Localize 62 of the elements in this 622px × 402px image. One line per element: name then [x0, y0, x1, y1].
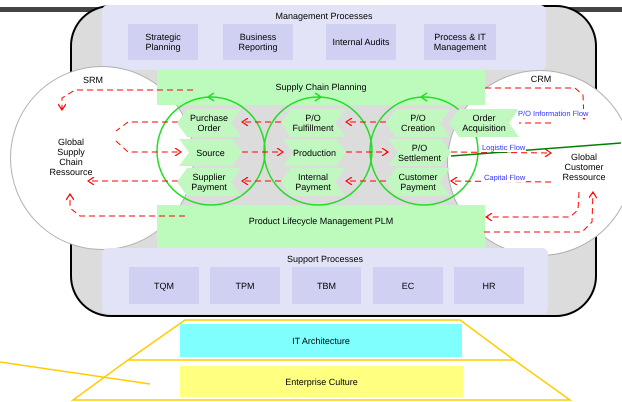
node-label: Supply Chain Planning [274, 82, 368, 92]
flow-arrow [346, 147, 389, 157]
node-label: Customer Payment [397, 172, 438, 192]
process-step [388, 139, 451, 166]
flow-arrow [57, 90, 194, 111]
process-step [283, 139, 346, 166]
flow-arrow [484, 191, 598, 232]
connector-line [116, 122, 178, 132]
flow-arrow [241, 176, 282, 186]
process-step [386, 109, 450, 137]
layer-box [180, 324, 462, 357]
flow-arrow [65, 193, 186, 216]
node-label: P/O Settlement [397, 142, 442, 162]
flow-arrow [241, 117, 282, 127]
flow-arrow [345, 176, 386, 186]
flow-arrow [345, 117, 386, 127]
process-step [179, 139, 242, 166]
node-label: Product Lifecycle Management PLM [248, 216, 394, 226]
node-label: Source [195, 148, 226, 158]
node-label: HR [482, 280, 496, 290]
process-step [177, 109, 241, 137]
flow-arrow [485, 192, 580, 222]
node-label: Global Customer Ressource [561, 152, 607, 182]
node-label: Purchase Order [188, 113, 230, 133]
node-label: P/O Creation [400, 113, 436, 133]
node-label: Order Acquisition [461, 113, 507, 133]
process-panel [102, 5, 546, 70]
connector-line [450, 142, 622, 157]
process-panel [102, 248, 548, 314]
process-step [177, 168, 241, 196]
node-label: Global Supply Chain Ressource [48, 137, 94, 177]
node-label: Internal Audits [331, 37, 391, 47]
node-label: TQM [153, 280, 175, 290]
layer-box [180, 366, 463, 397]
node-label: CRM [530, 74, 552, 84]
flow-arrow [450, 148, 552, 158]
flow-arrow [116, 140, 182, 157]
node-label: TPM [234, 280, 256, 290]
node-label: SRM [82, 75, 104, 85]
node-label: Strategic Planning [144, 32, 182, 52]
process-step [386, 168, 450, 196]
node-label: IT Architecture [292, 336, 350, 346]
node-label: EC [400, 280, 416, 290]
node-label: Process & IT Management [432, 32, 488, 52]
process-step [449, 109, 519, 137]
process-step [281, 168, 345, 196]
leader-line [0, 361, 150, 385]
flow-arrow [242, 147, 284, 157]
planning-band [157, 70, 485, 105]
node-label: Business Reporting [237, 32, 279, 52]
process-step [281, 109, 345, 137]
node-label: Internal Payment [294, 172, 332, 192]
node-label: P/O Fulfillment [291, 113, 334, 133]
node-label: Supplier Payment [190, 172, 228, 192]
node-label: TBM [316, 280, 337, 290]
connector-line [518, 122, 552, 124]
flow-arrow [87, 176, 178, 186]
node-label: Management Processes [274, 11, 374, 21]
node-label: Support Processes [286, 254, 364, 264]
planning-band [157, 205, 485, 248]
node-label: Production [292, 148, 338, 158]
node-label: Enterprise Culture [285, 376, 358, 386]
